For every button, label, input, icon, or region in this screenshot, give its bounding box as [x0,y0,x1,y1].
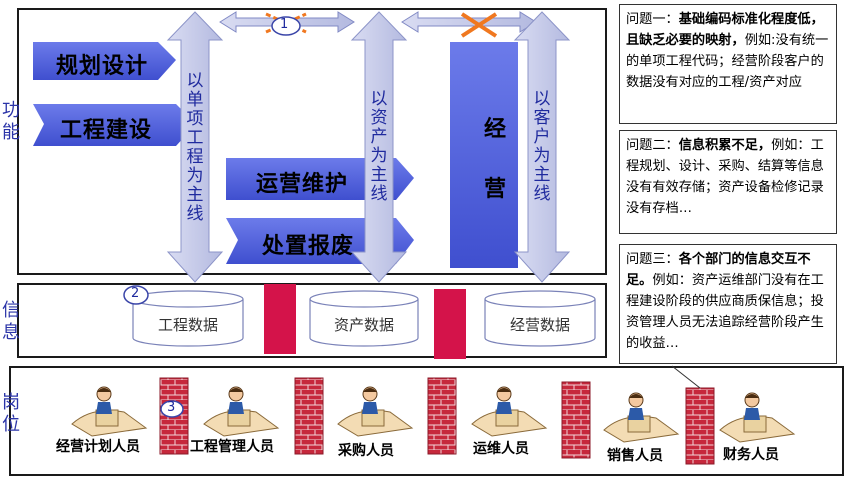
business-data-label: 经营数据 [509,316,570,334]
plan-design-bar [33,42,176,80]
issue-note-1: 问题一：基础编码标准化程度低，且缺乏必要的映射，例如:没有统一的单项工程代码；经… [619,4,837,124]
issue-1-body: 例如:没有统一的单项工程代码；经营阶段客户的数据没有对应的工程/资产对应 [626,33,829,90]
person-label-procurement: 采购人员 [338,443,394,459]
marker-1-number: 1 [280,17,289,32]
business-bar [450,42,518,268]
issue-2-title: 问题二： [626,138,679,153]
person-figure-6 [719,392,796,443]
disposal-label: 处置报废 [262,234,355,259]
issue-3-body: 例如：资产运维部门没有在工程建设阶段的供应商质保信息；投资管理人员无法追踪经营阶… [626,273,824,351]
info-wall-1 [264,284,296,354]
issue-2-bold: 信息积累不足， [678,138,772,153]
business-data-cylinder [484,290,596,347]
top-link-arrow-right [401,11,537,33]
post-label: 岗位 [2,392,20,435]
issue-1-bold: 基础编码标准化程度低，且缺乏必要的映射， [626,12,824,48]
issue-note-2: 问题二：信息积累不足，例如：工程规划、设计、采购、结算等信息没有有效存储；资产设… [619,130,837,234]
project-axis-arrow [166,11,224,283]
customer-axis-arrow [513,11,571,283]
plan-design-label: 规划设计 [56,54,149,79]
project-axis-text: 以单项工程为主线 [186,71,204,224]
project-data-cylinder [132,290,244,347]
construction-label: 工程建设 [60,118,153,143]
person-label-sales: 销售人员 [607,448,663,464]
marker-2-ellipse [123,285,149,305]
brick-wall-4 [561,381,591,459]
person-figure-5 [603,392,680,443]
marker-1-ellipse [271,16,301,36]
person-figure-4 [471,386,548,437]
issue-2-body: 例如：工程规划、设计、采购、结算等信息没有有效存储；资产设备检修记录没有存档… [626,138,824,216]
marker-3-ellipse [160,400,184,418]
asset-axis-arrow [350,11,408,283]
function-label: 功能 [2,100,20,143]
issue-3-title: 问题三： [626,252,679,267]
issue-3-bold: 各个部门的信息交互不足。 [626,252,811,288]
brick-wall-5 [685,387,715,465]
person-label-planning: 经营计划人员 [56,439,140,455]
ops-maintenance-label: 运营维护 [256,172,349,197]
person-label-operations: 运维人员 [473,441,529,457]
issue-1-title: 问题一： [626,12,679,27]
person-figure-2 [203,386,280,437]
asset-data-cylinder [309,290,419,347]
brick-wall-3 [427,377,457,455]
info-label: 信息 [2,300,20,343]
construction-bar [33,104,196,146]
asset-axis-text: 以资产为主线 [370,89,388,204]
customer-axis-text: 以客户为主线 [533,89,551,204]
asset-data-label: 资产数据 [333,316,394,334]
person-figure-1 [71,386,148,437]
issue-note-3: 问题三：各个部门的信息交互不足。例如：资产运维部门没有在工程建设阶段的供应商质保… [619,244,837,364]
broken-link-cross-2 [460,12,498,38]
person-label-engineering: 工程管理人员 [190,439,274,455]
brick-wall-2 [294,377,324,455]
business-label: 经营 [484,117,507,202]
marker-3-number: 3 [167,400,176,415]
person-label-finance: 财务人员 [723,447,779,463]
project-data-label: 工程数据 [157,316,218,334]
info-wall-2 [434,289,466,359]
callout-pointer [671,365,701,389]
marker-2-number: 2 [131,286,140,301]
person-figure-3 [337,386,414,437]
